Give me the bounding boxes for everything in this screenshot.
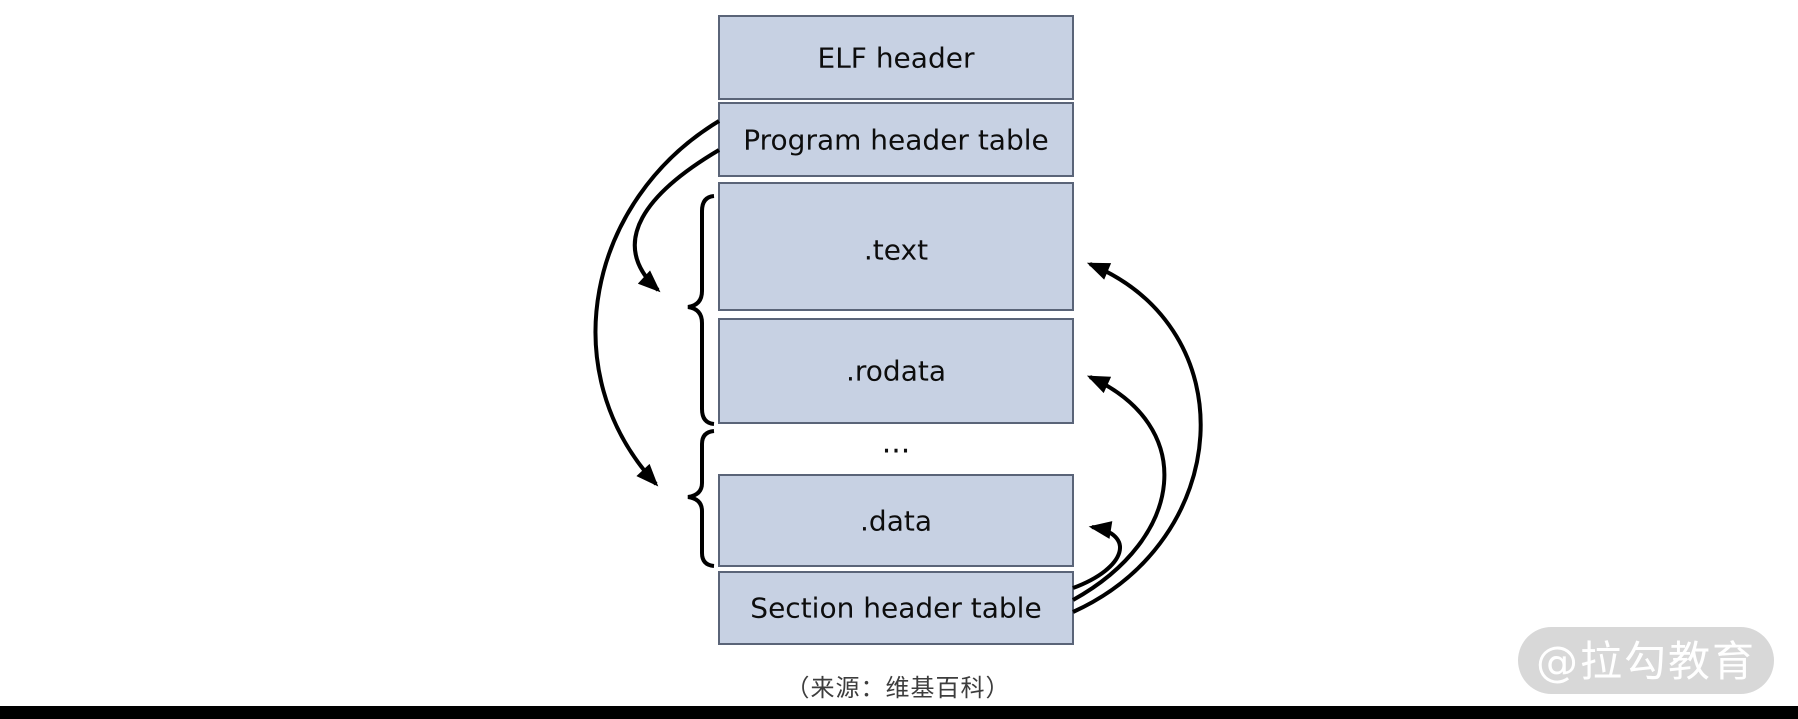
brace-text-rodata	[687, 194, 715, 426]
arrow-section-to-text	[1072, 262, 1203, 614]
arrow-program-to-data	[593, 119, 721, 487]
rodata-section-box	[718, 318, 1074, 424]
source-caption: （来源：维基百科）	[786, 674, 1011, 702]
brace-ellipsis-data	[687, 429, 715, 568]
text-section-label: .text	[864, 234, 928, 267]
watermark: @拉勾教育	[1518, 627, 1774, 694]
elf-header-label: ELF header	[818, 42, 975, 75]
data-section-box	[718, 474, 1074, 567]
program-header-table-label: Program header table	[743, 124, 1049, 157]
elf-header-box	[718, 15, 1074, 100]
program-header-table-box	[718, 102, 1074, 177]
arrow-section-to-rodata	[1072, 375, 1167, 602]
arrow-program-to-text-rodata	[632, 148, 721, 293]
watermark-pill	[1518, 627, 1774, 694]
arrow-section-to-data	[1072, 521, 1122, 590]
text-section-box	[718, 182, 1074, 311]
section-header-table-box	[718, 571, 1074, 645]
section-header-table-label: Section header table	[750, 592, 1041, 625]
data-section-label: .data	[860, 505, 932, 538]
bottom-bar	[0, 706, 1798, 719]
watermark-text: @拉勾教育	[1536, 637, 1756, 686]
rodata-section-label: .rodata	[846, 355, 946, 388]
ellipsis-label: ...	[882, 426, 911, 461]
